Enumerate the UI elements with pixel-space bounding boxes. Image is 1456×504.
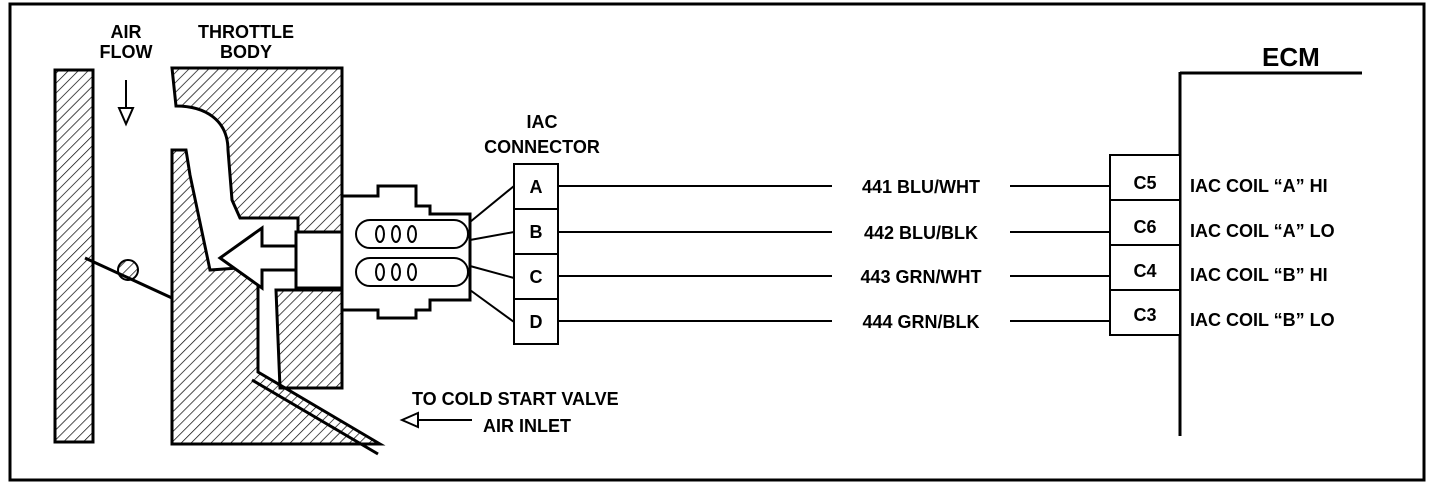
ecm-pin-box [1109, 154, 1181, 201]
ecm-pins: C5 C6 C4 C3 [1109, 154, 1181, 336]
throttle-shaft [117, 259, 139, 281]
bypass-channel-edge [251, 378, 379, 456]
cold-start-label: TO COLD START VALVE [412, 389, 619, 409]
ecm-function-label: IAC COIL “A” HI [1190, 176, 1328, 196]
throttle-body-label: BODY [220, 42, 272, 62]
air-passage-wall [53, 68, 95, 444]
iac-connector: A B C D [513, 163, 559, 345]
connector-pin-label: A [530, 177, 543, 197]
air-flow-label: FLOW [100, 42, 153, 62]
iac-coil-windings [375, 225, 417, 281]
air-flow-arrow-head [117, 107, 135, 127]
connector-pin-box [513, 298, 559, 345]
air-flow-label: AIR [111, 22, 142, 42]
wire-label: 443 GRN/WHT [860, 267, 981, 287]
harness-fan [469, 185, 515, 323]
wire-label: 444 GRN/BLK [862, 312, 979, 332]
ecm-label: ECM [1262, 42, 1320, 72]
wire-label: 442 BLU/BLK [864, 223, 978, 243]
ecm-pin-box [1109, 199, 1181, 246]
throttle-body-label: THROTTLE [198, 22, 294, 42]
ecm-pin-label: C6 [1133, 217, 1156, 237]
wire-label: 441 BLU/WHT [862, 177, 980, 197]
iac-coil-upper [355, 219, 469, 249]
ecm-function-label: IAC COIL “A” LO [1190, 221, 1335, 241]
iac-connector-label: CONNECTOR [484, 137, 600, 157]
diagram-frame [8, 2, 1426, 482]
connector-pin-label: C [530, 267, 543, 287]
cold-start-arrow-head [399, 411, 419, 429]
iac-housing [340, 184, 472, 320]
ecm-pin-label: C3 [1133, 305, 1156, 325]
ecm-function-label: IAC COIL “B” LO [1190, 310, 1335, 330]
iac-connector-label: IAC [527, 112, 558, 132]
circuit-wires [558, 185, 1110, 322]
ecm-function-label: IAC COIL “B” HI [1190, 265, 1328, 285]
throttle-body-upper [170, 66, 344, 237]
throttle-body-right-lower [274, 288, 344, 390]
connector-pin-label: B [530, 222, 543, 242]
cold-start-label: AIR INLET [483, 416, 571, 436]
connector-pin-label: D [530, 312, 543, 332]
ecm-pin-box [1109, 289, 1181, 336]
iac-coil-lower [355, 257, 469, 287]
ecm-pin-label: C5 [1133, 173, 1156, 193]
ecm-pin-label: C4 [1133, 261, 1156, 281]
iac-valve-body [294, 230, 344, 290]
